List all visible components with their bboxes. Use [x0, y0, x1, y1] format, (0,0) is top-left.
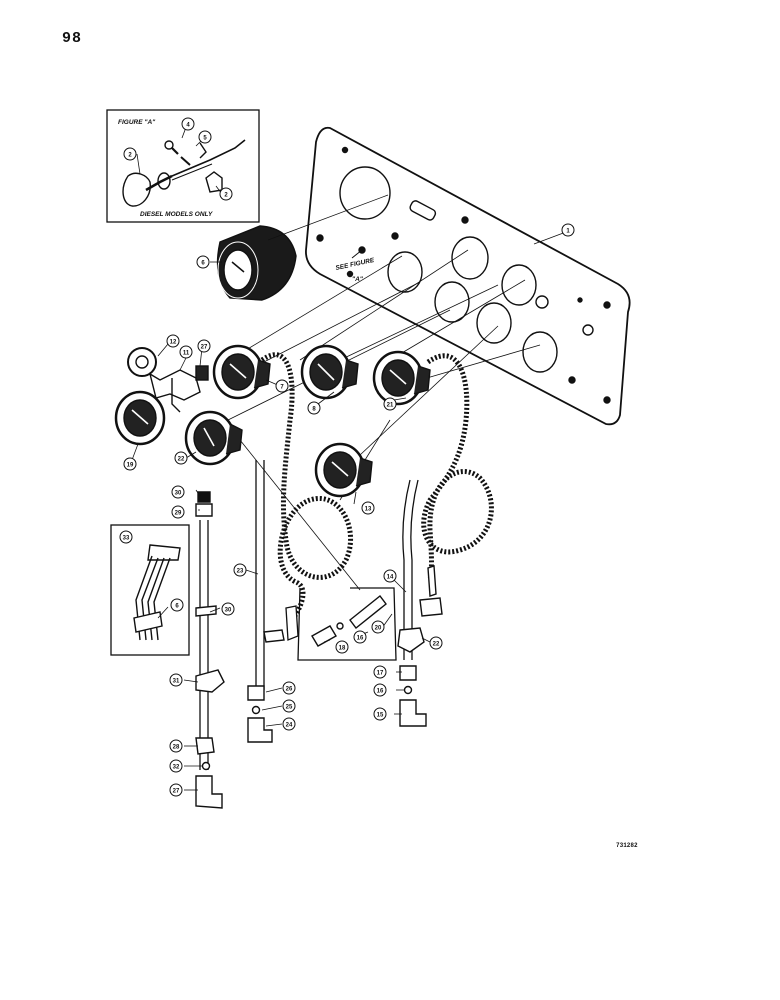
callout-bubbles: [119, 117, 575, 797]
callout-25: 25: [286, 705, 293, 711]
callout-15: 15: [377, 713, 384, 719]
callout-4: 4: [186, 123, 190, 129]
diesel-models-note: DIESEL MODELS ONLY: [140, 211, 213, 218]
callout-11: 11: [183, 351, 190, 357]
callout-2a: 2: [128, 153, 132, 159]
callout-23: 23: [237, 569, 244, 575]
gauge-13: [314, 442, 373, 498]
instrument-panel-plate: [305, 126, 631, 426]
callout-20: 20: [375, 626, 382, 632]
callout-30b: 30: [225, 608, 232, 614]
gauge-22: [184, 410, 243, 466]
tubing: [199, 460, 419, 770]
page-number: 98: [62, 30, 83, 47]
callout-19: 19: [127, 463, 134, 469]
callout-22a: 22: [178, 457, 185, 463]
callout-33: 33: [123, 536, 130, 542]
callout-13: 13: [365, 507, 372, 513]
capillary-lines: [260, 352, 494, 622]
drawing-reference-code: 731282: [616, 842, 638, 849]
callout-18: 18: [339, 646, 346, 652]
callout-27a: 27: [201, 345, 208, 351]
callout-5: 5: [203, 136, 207, 142]
callout-2b: 2: [224, 193, 228, 199]
gauge-8: [300, 344, 359, 400]
callout-32: 32: [173, 765, 180, 771]
callout-16a: 16: [357, 636, 364, 642]
callout-24: 24: [286, 723, 293, 729]
callout-numbers: 1 6 2 4 5 2 12 11 27 7 8 21 19 22 13 30 …: [123, 123, 571, 795]
see-figure-a-letter: "A": [352, 276, 364, 283]
gauge-21: [372, 350, 431, 406]
hour-meter-gauge: [216, 225, 297, 301]
figure-a-title: FIGURE "A": [118, 119, 156, 126]
wiring-harness-inset: [110, 524, 190, 656]
callout-12: 12: [170, 340, 177, 346]
adapter-fittings-inset: [297, 587, 397, 661]
callout-29: 29: [175, 511, 182, 517]
figure-a-inset: FIGURE "A" DIESEL MODELS ONLY: [106, 109, 260, 223]
callout-6a: 6: [201, 261, 205, 267]
callout-6b: 6: [175, 604, 179, 610]
callout-27b: 27: [173, 789, 180, 795]
callout-26: 26: [286, 687, 293, 693]
callout-7: 7: [280, 385, 284, 391]
callout-16b: 16: [377, 689, 384, 695]
pull-knob: [122, 172, 151, 207]
callout-21: 21: [387, 403, 394, 409]
cable-clamp: [205, 171, 223, 193]
callout-30a: 30: [175, 491, 182, 497]
gauge-19: [114, 390, 166, 446]
callout-31: 31: [173, 679, 180, 685]
fittings: [195, 491, 427, 809]
callout-8a: 8: [312, 407, 316, 413]
callout-14: 14: [387, 575, 394, 581]
callout-17: 17: [377, 671, 384, 677]
see-figure-a-note: SEE FIGURE: [335, 257, 376, 272]
gauge-7: [212, 344, 271, 400]
pressure-switch-tee: [127, 347, 209, 413]
callout-28: 28: [173, 745, 180, 751]
callout-1: 1: [566, 229, 570, 235]
callout-22b: 22: [433, 642, 440, 648]
